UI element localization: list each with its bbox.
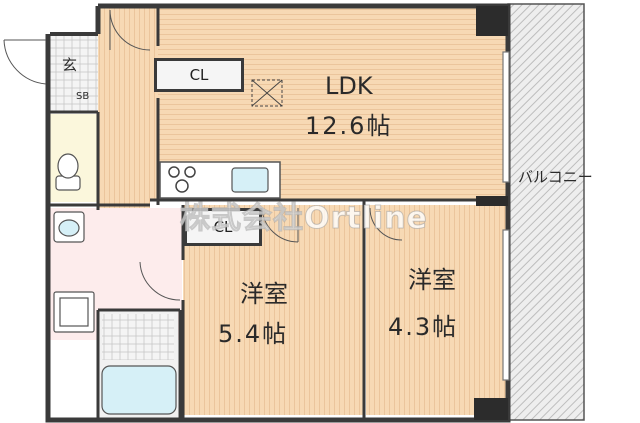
fridge-space <box>251 79 283 107</box>
door-swings <box>3 9 403 301</box>
west-room-name: 洋室 <box>240 280 288 308</box>
balcony-label: バルコニー <box>518 168 593 186</box>
entrance-floor <box>50 36 98 112</box>
shower-floor <box>102 314 174 360</box>
bathtub-icon <box>101 365 177 415</box>
interior-walls <box>50 6 508 420</box>
ldk-size: 12.6帖 <box>305 112 393 140</box>
washbasin-icon <box>53 211 85 243</box>
west-room-size: 5.4帖 <box>218 320 289 348</box>
closet-top-label: CL <box>189 66 209 84</box>
shoe-box-label: SB <box>76 91 90 102</box>
entrance-label: 玄 <box>62 56 78 74</box>
column-mid <box>476 196 508 206</box>
sink-icon <box>231 167 269 193</box>
closet-middle: CL <box>184 208 262 246</box>
column-ne <box>476 6 508 36</box>
windows <box>502 51 510 381</box>
balcony-area <box>507 3 585 421</box>
column-se <box>474 398 508 420</box>
east-room-name: 洋室 <box>408 266 456 294</box>
walls <box>45 3 511 423</box>
toilet-icon <box>55 153 81 191</box>
closet-middle-label: CL <box>213 218 233 236</box>
washing-machine-icon <box>53 291 95 333</box>
hall-lower-floor <box>98 160 150 208</box>
closet-top: CL <box>154 58 244 92</box>
watermark: 株式会社Ortline <box>180 201 428 237</box>
east-room-floor <box>366 205 508 415</box>
stove-icon <box>168 166 196 193</box>
ldk-name: LDK <box>325 72 373 100</box>
east-room-size: 4.3帖 <box>388 313 459 341</box>
